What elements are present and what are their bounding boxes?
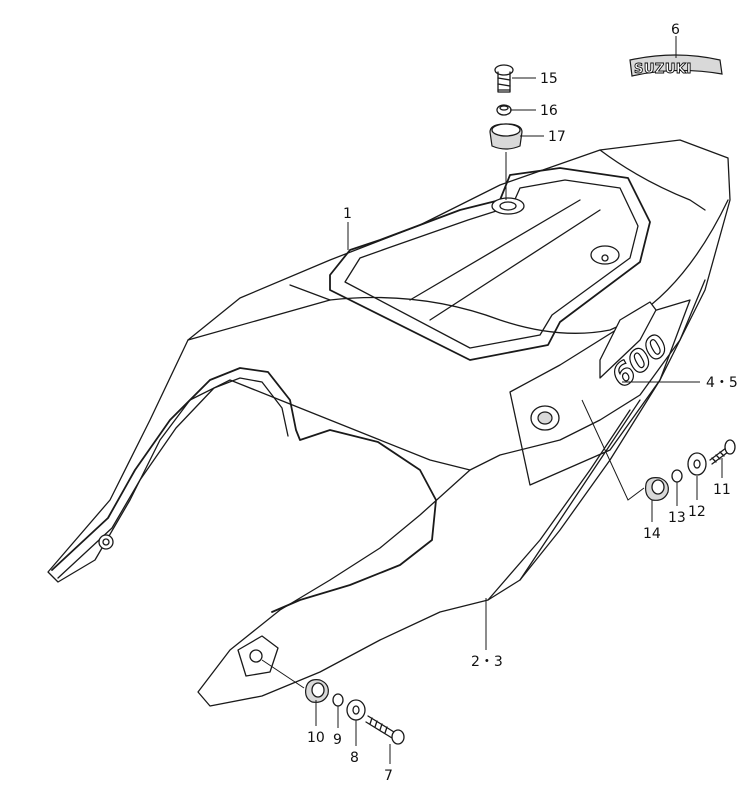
seat-tail-cover xyxy=(47,139,731,707)
label-8: 8 xyxy=(350,750,359,766)
label-17: 17 xyxy=(548,129,566,145)
label-9: 9 xyxy=(333,732,342,748)
label-13: 13 xyxy=(668,510,686,526)
right-fastener-set xyxy=(581,399,736,501)
label-15: 15 xyxy=(540,71,558,87)
label-12: 12 xyxy=(688,504,706,520)
label-11: 11 xyxy=(713,482,731,498)
label-4-5: 4・5 xyxy=(706,375,738,391)
label-10: 10 xyxy=(307,730,325,746)
label-7: 7 xyxy=(384,768,393,784)
lower-fastener-set xyxy=(261,659,405,745)
label-6: 6 xyxy=(671,22,680,38)
top-fastener-stack xyxy=(489,64,523,200)
label-2-3: 2・3 xyxy=(471,654,503,670)
seat-tray-frame xyxy=(329,167,651,361)
label-16: 16 xyxy=(540,103,558,119)
suzuki-emblem-text: SUZUKI xyxy=(634,62,692,77)
leader-lines xyxy=(315,36,723,764)
suzuki-emblem: SUZUKI xyxy=(629,54,723,77)
label-1: 1 xyxy=(343,206,352,222)
label-14: 14 xyxy=(643,526,661,542)
part-number-labels: 1 2・3 4・5 6 7 8 9 10 11 12 13 14 15 16 1… xyxy=(307,22,738,784)
